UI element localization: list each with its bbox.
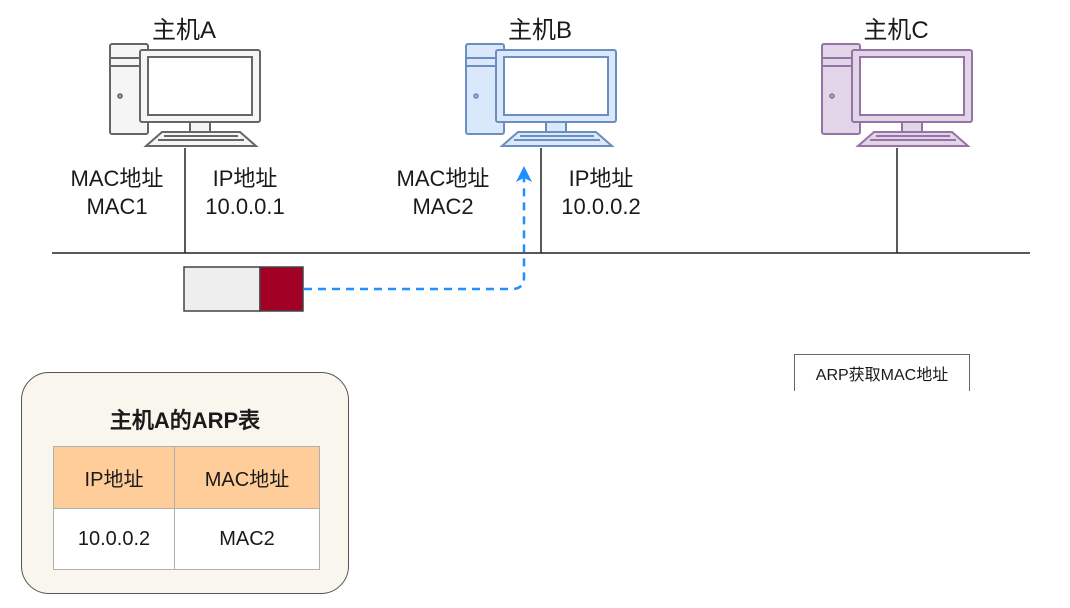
host-a-mac-block: MAC地址 MAC1 [58,165,176,221]
arp-table-title: 主机A的ARP表 [109,408,261,433]
host-b-mac-block: MAC地址 MAC2 [384,165,502,221]
host-a-mac-value: MAC1 [86,194,148,219]
caption-label: ARP获取MAC地址 [794,354,970,391]
table-cell-mac: MAC2 [174,508,320,570]
arp-table-panel: 主机A的ARP表 IP地址 MAC地址 10.0.0.2 MAC2 [21,372,349,594]
host-c-computer-icon [821,43,973,147]
host-b-ip-label: IP地址 [568,166,634,191]
host-a-ip-block: IP地址 10.0.0.1 [190,165,300,221]
host-c-label: 主机C [863,17,929,44]
table-cell-ip: 10.0.0.2 [53,508,175,570]
host-b-mac-label: MAC地址 [396,166,490,191]
packet-icon [183,266,304,312]
host-b-ip-value: 10.0.0.2 [561,194,641,219]
host-b-mac-value: MAC2 [412,194,474,219]
host-a-mac-label: MAC地址 [70,166,164,191]
table-header-ip: IP地址 [53,446,175,509]
host-b-ip-block: IP地址 10.0.0.2 [546,165,656,221]
table-header-mac: MAC地址 [174,446,320,509]
host-a-ip-value: 10.0.0.1 [205,194,285,219]
host-b-computer-icon [465,43,617,147]
host-a-label: 主机A [151,17,216,44]
host-b-label: 主机B [507,17,572,44]
table-header-row: IP地址 MAC地址 [53,446,320,509]
host-a-ip-label: IP地址 [212,166,278,191]
host-a-computer-icon [109,43,261,147]
table-row: 10.0.0.2 MAC2 [53,508,320,570]
arrow-head-icon [516,166,532,182]
arp-table: IP地址 MAC地址 10.0.0.2 MAC2 [53,446,320,570]
arp-reply-arrow [304,178,526,291]
